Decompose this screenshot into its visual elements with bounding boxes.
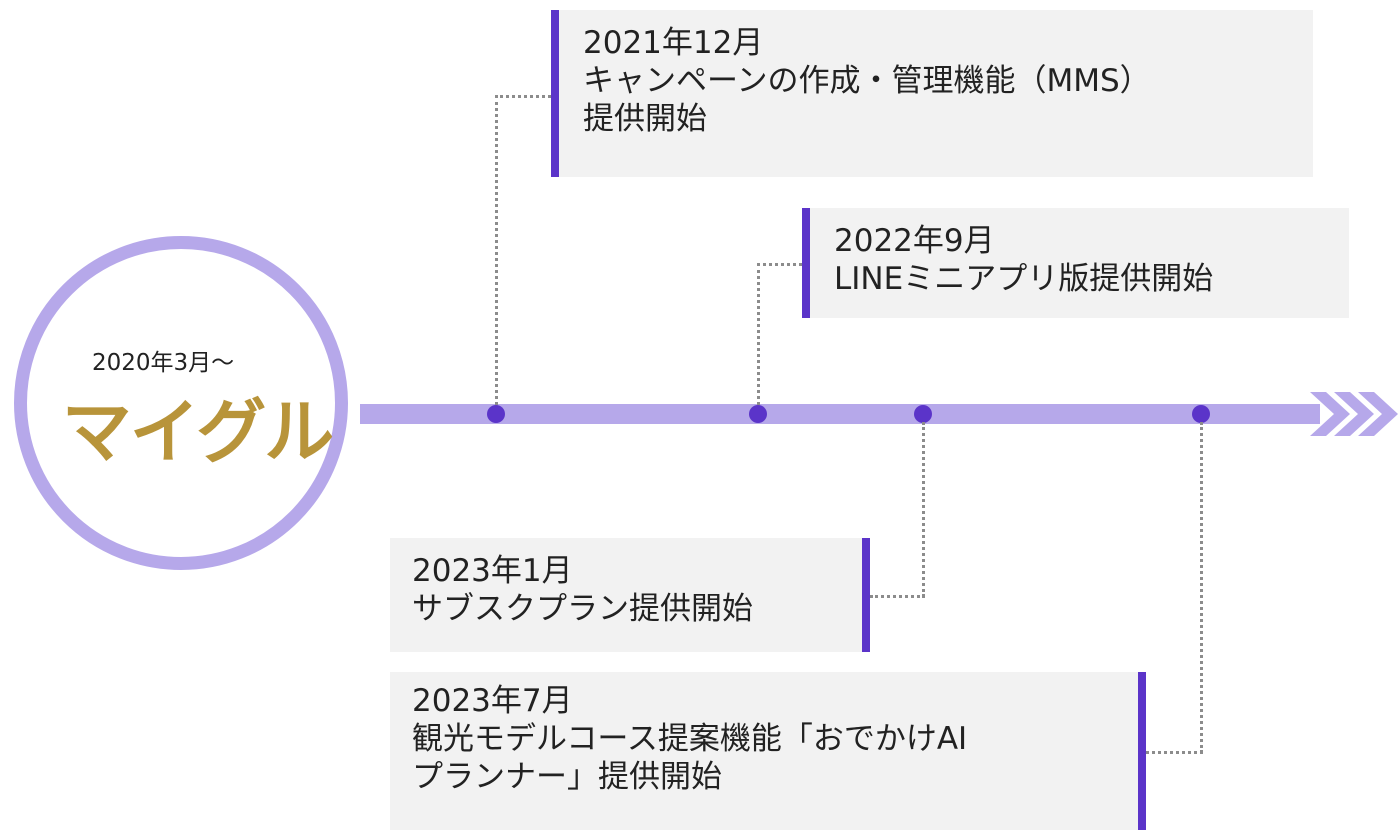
connector-vertical xyxy=(1200,422,1203,753)
milestone-text-line: LINEミニアプリ版提供開始 xyxy=(834,261,1214,297)
milestone-text-line: キャンペーンの作成・管理機能（MMS） xyxy=(583,63,1151,99)
connector-horizontal xyxy=(757,263,802,266)
milestone-date: 2021年12月 xyxy=(583,25,764,61)
connector-horizontal xyxy=(1146,751,1203,754)
milestone-date: 2022年9月 xyxy=(834,223,995,259)
milestone-card: 2023年1月 サブスクプラン提供開始 xyxy=(390,538,870,652)
timeline-dot-2023-01 xyxy=(914,405,932,423)
start-date-label: 2020年3月～ xyxy=(92,350,235,376)
milestone-date: 2023年1月 xyxy=(412,553,573,589)
timeline-dot-2021-12 xyxy=(487,405,505,423)
svg-text:マイグル: マイグル xyxy=(62,391,333,468)
migle-logo: マイグル xyxy=(62,391,335,468)
milestone-text-line: サブスクプラン提供開始 xyxy=(412,591,753,627)
milestone-card: 2022年9月 LINEミニアプリ版提供開始 xyxy=(802,208,1349,318)
timeline-bar xyxy=(360,404,1320,424)
milestone-card: 2023年7月 観光モデルコース提案機能「おでかけAI プランナー」提供開始 xyxy=(390,672,1146,830)
milestone-card: 2021年12月 キャンペーンの作成・管理機能（MMS） 提供開始 xyxy=(551,10,1313,177)
milestone-text-line: プランナー」提供開始 xyxy=(412,759,722,795)
milestone-date: 2023年7月 xyxy=(412,683,573,719)
connector-horizontal xyxy=(495,95,551,98)
connector-vertical xyxy=(922,422,925,597)
connector-horizontal xyxy=(870,595,925,598)
timeline-arrow-icon xyxy=(1310,392,1398,436)
connector-vertical xyxy=(495,95,498,405)
connector-vertical xyxy=(757,263,760,405)
milestone-text-line: 観光モデルコース提案機能「おでかけAI xyxy=(412,721,968,757)
timeline-dot-2023-07 xyxy=(1192,405,1210,423)
milestone-text-line: 提供開始 xyxy=(583,101,707,137)
timeline-dot-2022-09 xyxy=(749,405,767,423)
